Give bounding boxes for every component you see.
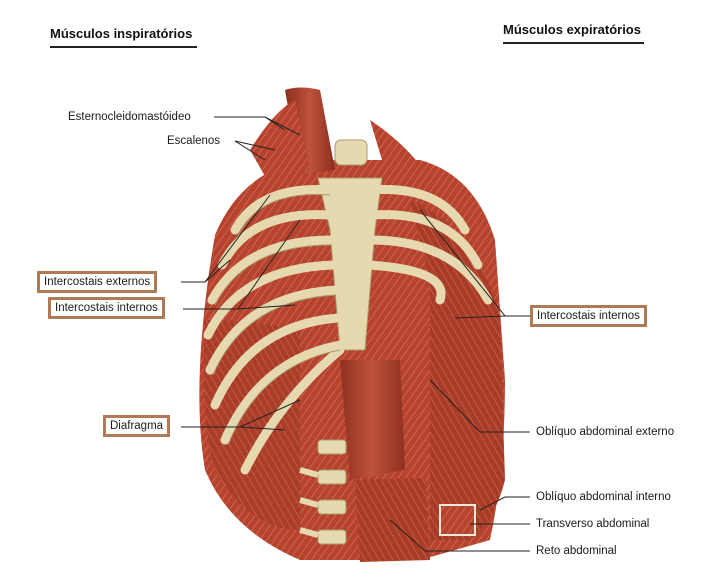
label-rectus: Reto abdominal bbox=[536, 545, 617, 557]
neck-muscles bbox=[250, 87, 420, 185]
header-expiratory: Músculos expiratórios bbox=[503, 22, 641, 37]
sternum bbox=[317, 139, 383, 351]
label-internal-intercostals-right: Intercostais internos bbox=[530, 305, 647, 327]
header-inspiratory-underline bbox=[50, 46, 197, 48]
leader-lines bbox=[181, 116, 530, 552]
header-inspiratory: Músculos inspiratórios bbox=[50, 26, 193, 41]
ribs bbox=[203, 185, 493, 475]
label-external-oblique: Oblíquo abdominal externo bbox=[536, 426, 675, 438]
label-internal-intercostals-left: Intercostais internos bbox=[48, 297, 165, 319]
label-internal-oblique: Oblíquo abdominal interno bbox=[536, 491, 671, 503]
label-sternocleidomastoid: Esternocleidomastóideo bbox=[68, 111, 191, 123]
label-scalenes: Escalenos bbox=[167, 135, 221, 147]
label-external-intercostals: Intercostais externos bbox=[37, 271, 158, 293]
label-transversus: Transverso abdominal bbox=[536, 518, 650, 530]
header-expiratory-underline bbox=[503, 42, 644, 44]
spine bbox=[299, 439, 347, 545]
label-diaphragm: Diafragma bbox=[103, 415, 171, 437]
abdominal-muscles bbox=[340, 360, 476, 562]
